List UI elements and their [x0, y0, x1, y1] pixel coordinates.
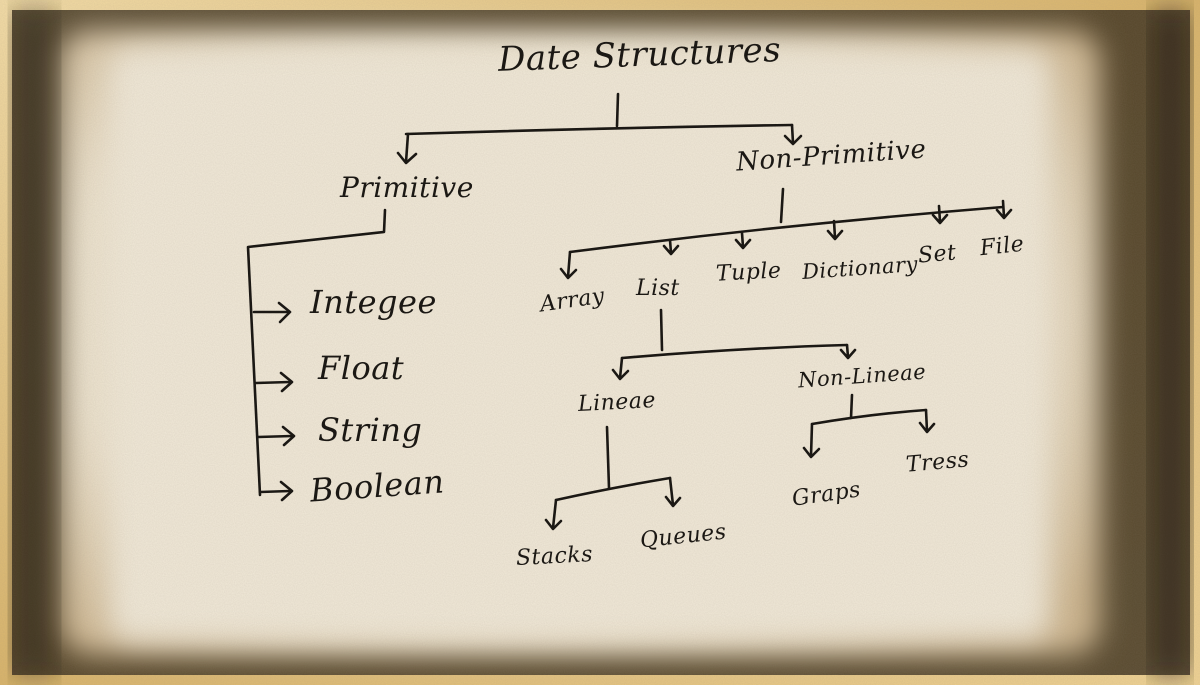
root-connector: [396, 92, 803, 165]
linear-connector: [544, 425, 682, 531]
non-primitive-connector: [559, 187, 1013, 280]
primitive-connector: [246, 208, 387, 502]
string-node: String: [318, 411, 423, 449]
integer-node: Integee: [310, 283, 437, 321]
set-node: Set: [916, 240, 958, 269]
file-node: File: [978, 231, 1026, 262]
tuple-node: Tuple: [715, 258, 783, 287]
non-linear-connector: [802, 393, 936, 459]
float-node: Float: [318, 349, 405, 387]
root-node: Date Structures: [497, 30, 782, 80]
list-connector: [611, 308, 857, 381]
primitive-node: Primitive: [340, 171, 474, 204]
trees-node: Tress: [904, 447, 971, 478]
boolean-node: Boolean: [308, 462, 446, 510]
list-node: List: [636, 276, 680, 301]
stacks-node: Stacks: [515, 542, 594, 571]
linear-node: Lineae: [577, 387, 657, 418]
